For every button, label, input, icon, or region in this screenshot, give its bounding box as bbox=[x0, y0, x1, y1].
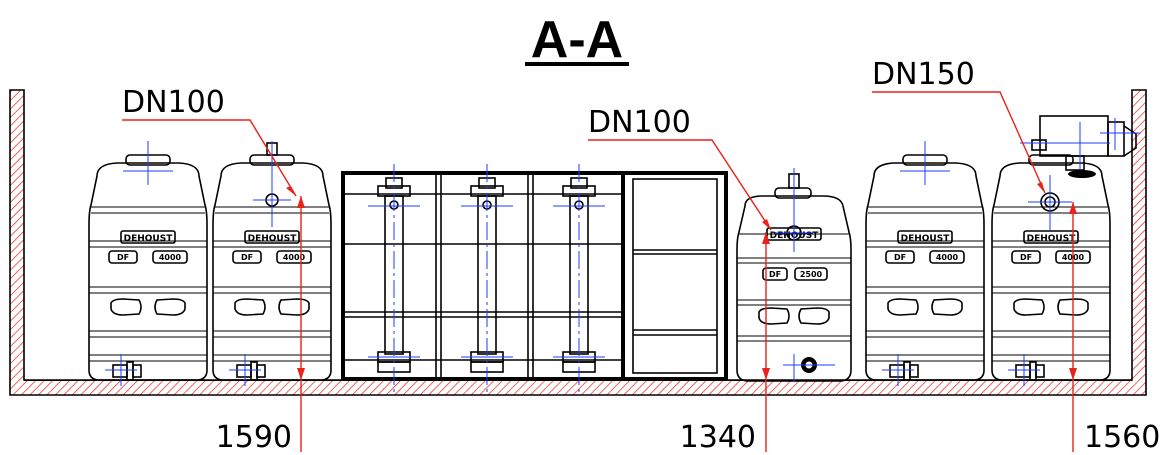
callout-left: DN100 bbox=[122, 85, 225, 120]
tank-large-4: DEHOUST DF 4000 bbox=[991, 154, 1111, 387]
svg-text:DF: DF bbox=[117, 253, 129, 262]
svg-text:DF: DF bbox=[241, 253, 253, 262]
callout-leaders bbox=[122, 91, 1046, 231]
tank-small: DEHOUST DF 2500 bbox=[736, 168, 852, 382]
dimension-right: 1560 bbox=[1084, 420, 1160, 455]
svg-text:2500: 2500 bbox=[800, 270, 823, 279]
svg-text:4000: 4000 bbox=[283, 253, 306, 262]
svg-text:DF: DF bbox=[894, 253, 906, 262]
pump-assembly bbox=[1020, 115, 1140, 178]
callout-middle: DN100 bbox=[588, 105, 691, 140]
svg-text:DEHOUST: DEHOUST bbox=[901, 234, 951, 244]
callout-right: DN150 bbox=[872, 57, 975, 92]
svg-text:DEHOUST: DEHOUST bbox=[124, 234, 174, 244]
filter-frame bbox=[341, 171, 728, 381]
tank-large-1: DEHOUST DF 4000 bbox=[88, 141, 208, 387]
svg-text:DF: DF bbox=[1020, 253, 1032, 262]
svg-text:DF: DF bbox=[769, 270, 781, 279]
dimension-middle: 1340 bbox=[680, 420, 756, 455]
svg-text:DEHOUST: DEHOUST bbox=[248, 234, 298, 244]
dimension-lines bbox=[297, 196, 1077, 452]
svg-text:DEHOUST: DEHOUST bbox=[1027, 234, 1077, 244]
tank-large-3: DEHOUST DF 4000 bbox=[865, 141, 985, 387]
tank-large-2: DEHOUST DF 4000 bbox=[212, 141, 332, 387]
dimension-left: 1590 bbox=[216, 420, 292, 455]
basin bbox=[9, 89, 1147, 396]
section-title: A-A bbox=[531, 11, 623, 69]
svg-text:4000: 4000 bbox=[159, 253, 182, 262]
svg-text:4000: 4000 bbox=[936, 253, 959, 262]
